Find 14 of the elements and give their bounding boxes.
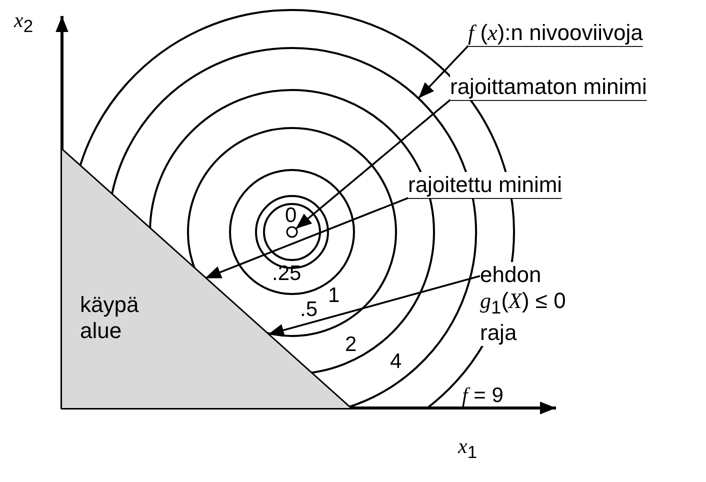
contour-value-label: f = 9: [462, 385, 504, 406]
leader-line: [268, 275, 480, 336]
contour-value-label: 4: [390, 352, 402, 372]
callout-text: rajoittamaton minimi: [450, 74, 647, 100]
axis-label: x$_{2}$: [14, 10, 34, 36]
leader-line: [295, 99, 647, 230]
contour-value-label: 2: [345, 335, 357, 355]
callout-text: rajoitettu minimi: [408, 172, 562, 198]
leader-line: [418, 45, 643, 99]
contour-value-label: .5: [300, 300, 318, 320]
axis-label: x$_{1}$: [458, 436, 478, 462]
leader-line: [204, 197, 562, 280]
contour-value-label: 1: [328, 286, 340, 306]
contour-value-label: 0: [285, 206, 297, 226]
